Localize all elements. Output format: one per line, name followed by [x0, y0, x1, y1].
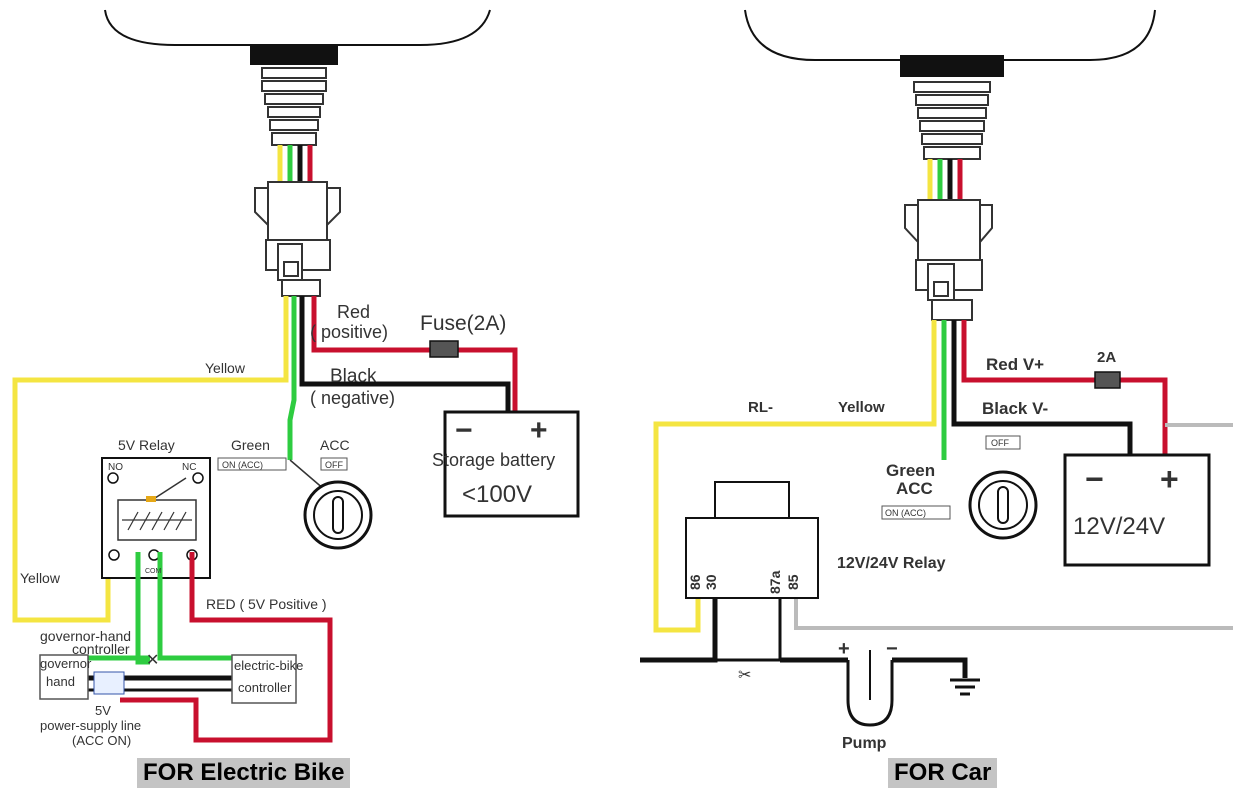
- wire-connector-car: [904, 199, 993, 321]
- battery-label: Storage battery: [432, 450, 555, 470]
- pump-minus-label: −: [886, 638, 898, 660]
- battery-voltage-label: <100V: [462, 481, 532, 508]
- off-tag-car: [985, 435, 1021, 450]
- left-labels: Red ( positive) Fuse(2A) Yellow Black ( …: [20, 302, 555, 748]
- governor-line-label-2: controller: [72, 641, 130, 657]
- psu-label-1: 5V: [95, 703, 111, 718]
- connector-plug-icon: [93, 671, 125, 695]
- on-tag-label: ON (ACC): [885, 508, 926, 518]
- device-housing-car: [744, 9, 1156, 61]
- ground-icon: [950, 678, 980, 696]
- caption-electric-bike: FOR Electric Bike: [137, 758, 351, 788]
- right-labels: Red V+ 2A RL- Yellow Black V- OFF Green …: [687, 349, 1179, 752]
- cable-gland-car: [900, 55, 1004, 77]
- governor-hand-label-2: hand: [46, 674, 75, 689]
- car-battery-voltage: 12V/24V: [1073, 513, 1165, 540]
- car-battery-minus: −: [1085, 461, 1104, 497]
- relay-title: 5V Relay: [118, 437, 175, 453]
- yellow-label-car: Yellow: [838, 399, 885, 416]
- rl-label: RL-: [748, 399, 773, 416]
- acc-off-tag: [320, 457, 348, 471]
- left-diagram: ✕: [12, 9, 580, 743]
- red-5v-label: RED ( 5V Positive ): [206, 596, 327, 612]
- governor-hand-label-1: governor: [40, 656, 92, 671]
- red-wire: [311, 296, 430, 353]
- yellow-label-top: Yellow: [205, 360, 246, 376]
- green-tag-label: ON (ACC): [222, 460, 263, 470]
- black-vminus-label: Black V-: [982, 399, 1048, 418]
- relay-12v-24v: [685, 517, 819, 599]
- pump-icon: [846, 660, 894, 727]
- psu-label-2: power-supply line: [40, 718, 141, 733]
- green-on-tag: [217, 457, 287, 471]
- pin-30-label: 30: [703, 574, 719, 590]
- green-wire: [287, 296, 297, 460]
- fuse-icon-car: [1094, 371, 1121, 389]
- black-wire-car: [951, 320, 1133, 455]
- ground-wire: [892, 657, 968, 678]
- pin-87a-label: 87a: [767, 570, 783, 594]
- on-tag-car: [881, 505, 951, 520]
- positive-label: ( positive): [310, 322, 388, 342]
- negative-label: ( negative): [310, 388, 395, 408]
- strain-relief: [261, 67, 327, 146]
- caption-car: FOR Car: [888, 758, 998, 788]
- governor-line-label-1: governor-hand: [40, 628, 131, 644]
- governor-hand-box: [39, 654, 89, 700]
- car-battery-plus: +: [1160, 461, 1179, 497]
- controller-label-1: electric-bike: [234, 658, 303, 673]
- controller-label-2: controller: [238, 680, 292, 695]
- red-wire-to-battery: [458, 347, 518, 412]
- cut-mark-icon: ✕: [146, 652, 159, 669]
- red-label: Red: [337, 302, 370, 322]
- yellow-wire-car: [653, 320, 937, 633]
- red-5v-wire: [120, 552, 333, 743]
- wire-connector: [254, 181, 341, 297]
- right-diagram: ✂: [640, 9, 1233, 727]
- black-label: Black: [330, 366, 377, 387]
- relay-green-wire-2: [157, 552, 232, 661]
- fuse-icon: [429, 340, 459, 358]
- yellow-wire: [12, 296, 289, 623]
- green-label: Green: [231, 437, 270, 453]
- gray-wire-bottom: [794, 598, 1233, 630]
- acc-label: ACC: [320, 437, 350, 453]
- acc-lead-line: [289, 459, 326, 491]
- fuse-2a-label: 2A: [1097, 349, 1116, 366]
- psu-label-3: (ACC ON): [72, 733, 131, 748]
- car-battery: [1063, 453, 1211, 567]
- relay-top: [714, 481, 790, 519]
- device-housing: [104, 9, 491, 46]
- battery-plus-label: +: [530, 414, 548, 447]
- relay-12v24v-label: 12V/24V Relay: [837, 555, 946, 572]
- relay-nc-label: NC: [182, 462, 196, 473]
- red-wire-car: [961, 320, 1095, 383]
- red-vplus-label: Red V+: [986, 355, 1044, 374]
- fuse-label: Fuse(2A): [420, 312, 506, 335]
- pin-85-label: 85: [785, 574, 801, 590]
- relay-green-wire-1: [135, 552, 150, 665]
- green-label-car: Green: [886, 461, 935, 480]
- pin-86-label: 86: [687, 574, 703, 590]
- relay-com-label: COM: [145, 568, 162, 575]
- pump-label: Pump: [842, 735, 887, 752]
- battery-minus-label: −: [455, 414, 473, 447]
- strain-relief-car: [913, 81, 991, 160]
- cut-mark-icon-car: ✂: [738, 667, 751, 684]
- pump-plus-label: +: [838, 638, 850, 660]
- yellow-label-bottom: Yellow: [20, 570, 61, 586]
- acc-label-car: ACC: [896, 479, 933, 498]
- black-wire: [299, 296, 511, 412]
- off-tag-label: OFF: [991, 438, 1009, 448]
- relay-no-label: NO: [108, 462, 123, 473]
- storage-battery: [443, 410, 580, 518]
- acc-tag-label: OFF: [325, 460, 343, 470]
- controller-box: [231, 654, 297, 704]
- cable-gland: [250, 45, 338, 65]
